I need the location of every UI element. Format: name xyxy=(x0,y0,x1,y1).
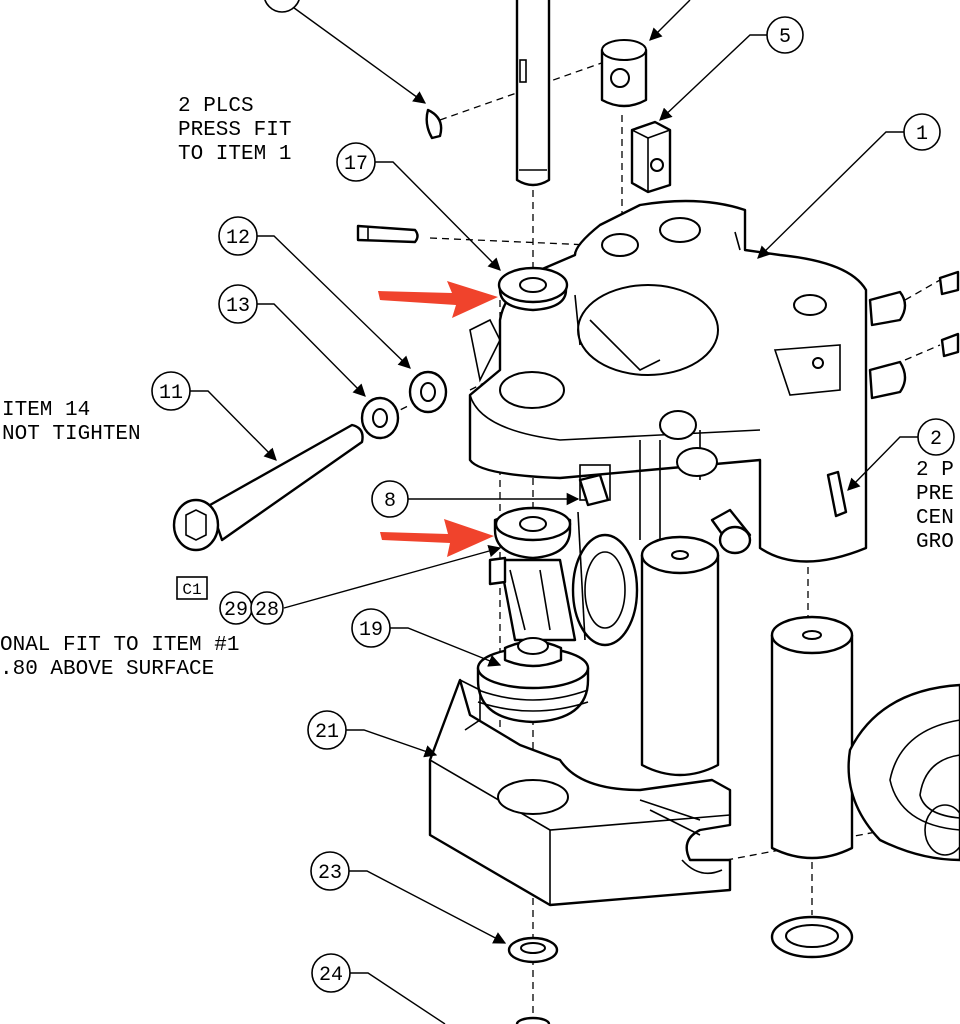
note-item-14: ITEM 14 NOT TIGHTEN xyxy=(2,399,141,446)
balloon-5: 5 xyxy=(766,16,804,54)
woodruff-key xyxy=(425,108,443,140)
shaft xyxy=(515,0,551,187)
svg-text:2 P: 2 P xyxy=(916,459,954,482)
balloon-1: 1 xyxy=(903,113,941,151)
svg-text:1: 1 xyxy=(916,123,928,146)
svg-text:CEN: CEN xyxy=(916,507,954,530)
svg-text:NOT TIGHTEN: NOT TIGHTEN xyxy=(2,423,141,446)
svg-text:8: 8 xyxy=(384,490,396,513)
balloon-19: 19 xyxy=(351,608,391,648)
svg-text:17: 17 xyxy=(344,153,368,176)
svg-text:C1: C1 xyxy=(182,581,201,599)
svg-text:23: 23 xyxy=(318,862,342,885)
note-fit: ONAL FIT TO ITEM #1 .80 ABOVE SURFACE xyxy=(0,634,239,681)
socket-head-cap-screw xyxy=(172,423,364,552)
roller-bushing-assembly xyxy=(488,506,639,647)
balloon-17: 17 xyxy=(336,142,376,182)
note-press-fit: 2 PLCS PRESS FIT TO ITEM 1 xyxy=(178,95,291,166)
balloon-23: 23 xyxy=(310,851,350,891)
svg-text:29: 29 xyxy=(224,599,248,622)
datum-box: C1 xyxy=(176,576,208,600)
svg-text:PRE: PRE xyxy=(916,483,954,506)
svg-text:2: 2 xyxy=(930,428,942,451)
bottom-shaft-stub xyxy=(515,1016,551,1024)
svg-text:ONAL FIT TO ITEM #1: ONAL FIT TO ITEM #1 xyxy=(0,634,239,657)
spring-clip xyxy=(578,473,610,507)
balloon-13: 13 xyxy=(218,284,258,324)
highlight-arrow-lower xyxy=(380,519,494,557)
lock-washer xyxy=(360,396,400,440)
highlight-arrow-upper xyxy=(378,281,498,318)
svg-text:2 PLCS: 2 PLCS xyxy=(178,95,254,118)
small-cap-screw xyxy=(710,508,752,555)
svg-text:21: 21 xyxy=(315,721,339,744)
pulley xyxy=(476,637,590,724)
note-right: 2 P PRE CEN GRO xyxy=(916,459,954,554)
svg-text:GRO: GRO xyxy=(916,531,954,554)
svg-text:PRESS FIT: PRESS FIT xyxy=(178,119,291,142)
balloon-12: 12 xyxy=(218,216,258,256)
svg-text:26: 26 xyxy=(270,0,294,7)
spring-pin xyxy=(826,470,848,518)
flanged-bushing xyxy=(497,266,569,312)
leader-lines xyxy=(190,0,918,1024)
svg-text:11: 11 xyxy=(159,382,183,405)
retaining-ring xyxy=(770,915,854,959)
balloon-24: 24 xyxy=(311,953,351,993)
svg-text:12: 12 xyxy=(226,227,250,250)
svg-text:5: 5 xyxy=(779,26,791,49)
balloon-2: 2 xyxy=(917,418,955,456)
svg-text:13: 13 xyxy=(226,295,250,318)
cross-pin-block xyxy=(600,39,648,108)
balloon-29: 29 xyxy=(219,591,253,625)
svg-text:.80 ABOVE SURFACE: .80 ABOVE SURFACE xyxy=(0,658,214,681)
dowel-pin xyxy=(356,224,419,244)
balloon-11: 11 xyxy=(151,371,191,411)
svg-text:19: 19 xyxy=(359,619,383,642)
svg-text:ITEM 14: ITEM 14 xyxy=(2,399,90,422)
svg-text:TO ITEM 1: TO ITEM 1 xyxy=(178,143,291,166)
balloon-28: 28 xyxy=(250,591,284,625)
main-housing xyxy=(468,199,960,563)
balloon-8: 8 xyxy=(371,480,409,518)
balloon-21: 21 xyxy=(307,710,347,750)
base-plate xyxy=(428,678,732,907)
balloon-26: 26 xyxy=(264,0,300,13)
standoff-cylinder-right xyxy=(770,615,854,860)
square-nut xyxy=(630,120,672,194)
svg-text:28: 28 xyxy=(255,599,279,622)
flat-washer xyxy=(408,370,448,414)
bottom-washer xyxy=(507,936,559,964)
svg-text:24: 24 xyxy=(319,964,343,987)
large-pulley-partial xyxy=(847,683,960,862)
standoff-cylinder-left xyxy=(640,535,720,777)
